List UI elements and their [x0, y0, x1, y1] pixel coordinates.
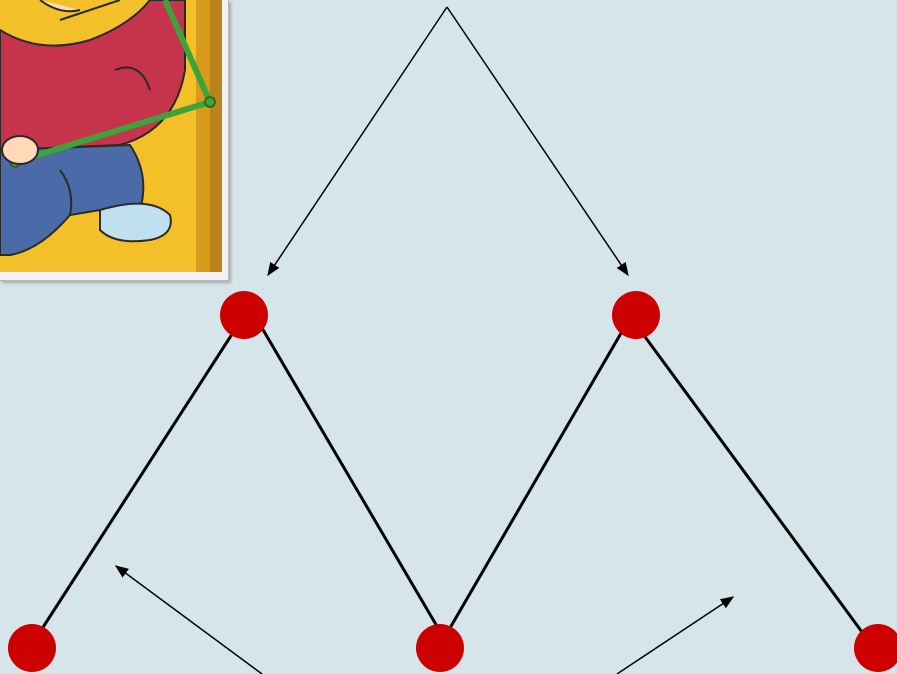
node-bottom-middle	[416, 624, 464, 672]
edge-bottom-left-to-top-left	[38, 328, 236, 635]
zigzag-edges	[38, 328, 862, 635]
node-top-left	[220, 291, 268, 339]
arrow-bottom-to-left	[116, 566, 262, 674]
arrow-top-to-left	[268, 7, 447, 275]
edge-bottom-middle-to-top-right	[450, 328, 624, 628]
arrows	[116, 7, 733, 674]
arrow-bottom-to-right	[617, 597, 733, 674]
nodes	[8, 291, 897, 672]
arrow-top-to-right	[447, 7, 628, 275]
node-top-right	[612, 291, 660, 339]
node-bottom-left	[8, 624, 56, 672]
edge-top-left-to-bottom-middle	[262, 328, 438, 628]
edge-top-right-to-bottom-right	[640, 330, 862, 632]
